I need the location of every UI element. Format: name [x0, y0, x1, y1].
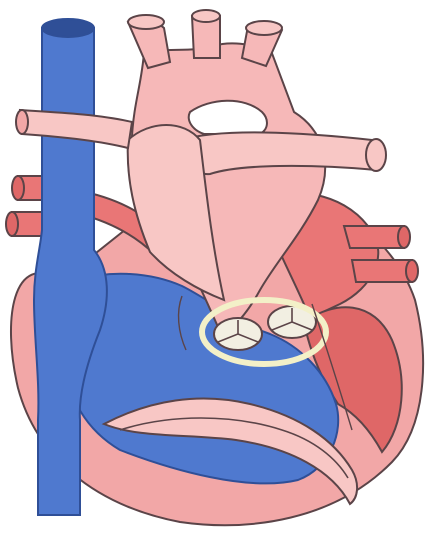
pulmonary-trunk-opening: [366, 139, 386, 171]
left-pulmonary-artery-opening: [16, 110, 28, 134]
aortic-branch-1-opening: [128, 15, 164, 29]
pulmonary-vein-left-upper-end: [12, 176, 24, 200]
pulmonary-vein-right-lower: [352, 260, 412, 282]
pulmonary-vein-right-upper-end: [398, 226, 410, 248]
pulmonary-vein-left-lower-end: [6, 212, 18, 236]
pulmonary-vein-right-lower-end: [406, 260, 418, 282]
aortic-branch-2-opening: [192, 10, 220, 22]
pulmonary-vein-right-upper: [344, 226, 404, 248]
vena-cava-top-opening: [42, 19, 94, 37]
aortic-branch-3-opening: [246, 21, 282, 35]
